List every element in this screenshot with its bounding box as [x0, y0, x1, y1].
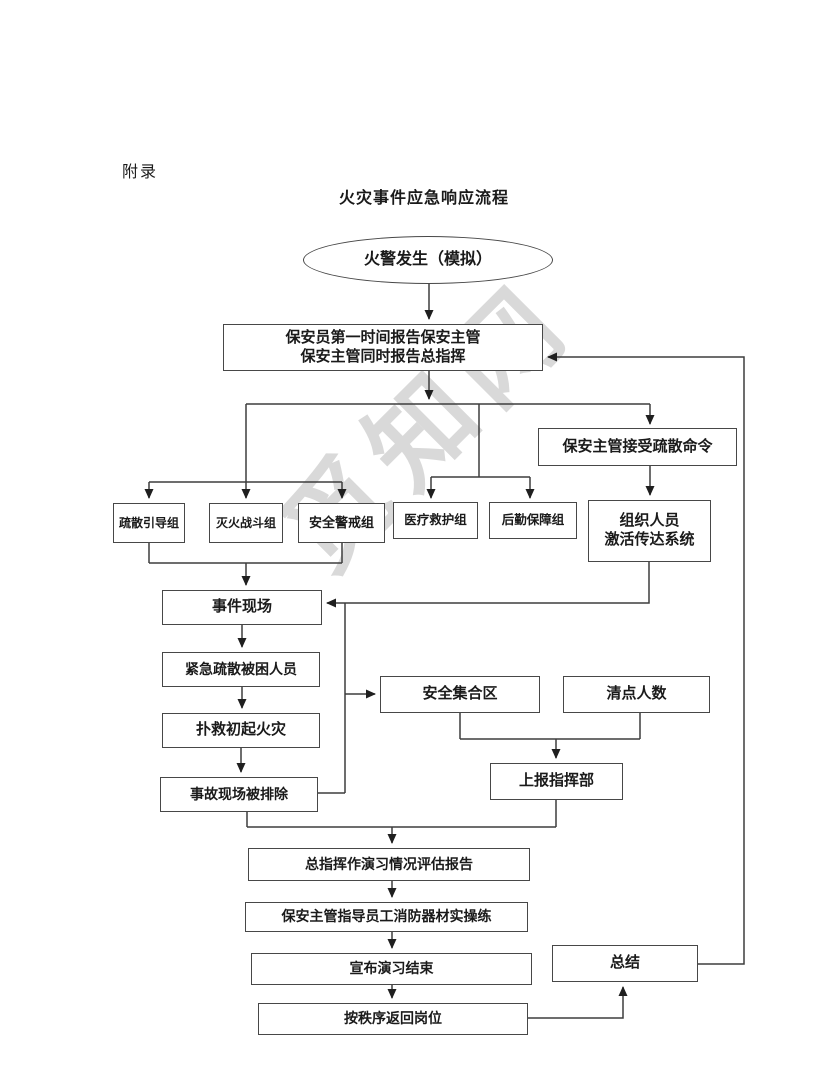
- node-evacuation-guide-group: 疏散引导组: [113, 503, 185, 543]
- node-organize-people: 组织人员 激活传达系统: [588, 500, 711, 562]
- node-security-cordon-group: 安全警戒组: [298, 503, 385, 543]
- node-scene-cleared: 事故现场被排除: [160, 777, 318, 812]
- node-accept-evacuation-order: 保安主管接受疏散命令: [538, 428, 737, 466]
- node-report-line2: 保安主管同时报告总指挥: [300, 347, 466, 365]
- node-headcount: 清点人数: [563, 676, 710, 713]
- node-report-line1: 保安员第一时间报告保安主管: [285, 328, 481, 346]
- node-summary: 总结: [552, 945, 698, 982]
- node-fire-alarm-start: 火警发生（模拟）: [303, 236, 553, 284]
- node-equipment-drill: 保安主管指导员工消防器材实操练: [245, 902, 528, 932]
- node-announce-end: 宣布演习结束: [251, 953, 532, 985]
- node-logistics-support-group: 后勤保障组: [489, 502, 577, 539]
- node-evacuate-trapped: 紧急疏散被困人员: [162, 652, 320, 687]
- node-assembly-area: 安全集合区: [380, 676, 540, 713]
- node-extinguish-initial-fire: 扑救初起火灾: [162, 713, 320, 748]
- node-report-to-hq: 上报指挥部: [490, 763, 623, 800]
- node-return-to-posts: 按秩序返回岗位: [258, 1003, 528, 1035]
- node-organize-line2: 激活传达系统: [604, 531, 695, 548]
- node-incident-scene: 事件现场: [162, 590, 322, 625]
- node-fire-fighting-group: 灭火战斗组: [209, 503, 283, 543]
- appendix-label: 附录: [122, 164, 159, 181]
- node-medical-rescue-group: 医疗救护组: [393, 502, 478, 539]
- page-title: 火灾事件应急响应流程: [338, 190, 509, 207]
- node-organize-line1: 组织人员: [619, 512, 680, 530]
- node-evaluation-report: 总指挥作演习情况评估报告: [248, 848, 530, 881]
- node-report-supervisor: 保安员第一时间报告保安主管 保安主管同时报告总指挥: [223, 324, 543, 371]
